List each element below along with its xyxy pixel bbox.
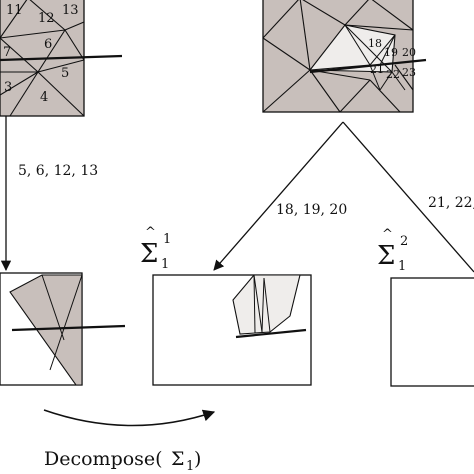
sigma-2-symbol: Σ	[377, 241, 395, 271]
top-right-mesh-edges	[262, 0, 414, 113]
bottom-middle-cut-line	[235, 328, 307, 339]
tri-label-22: 22	[386, 68, 400, 81]
bottom-right-panel	[390, 277, 474, 387]
sigma-2-subscript: 1	[398, 259, 406, 274]
bottom-left-cut-line	[11, 324, 126, 332]
tri-label-21: 21	[370, 63, 384, 76]
top-right-cut-line	[309, 58, 427, 74]
decompose-caption: Decompose( Σ 1 )	[44, 448, 201, 474]
tri-label-13: 13	[62, 3, 79, 18]
tri-label-19: 19	[384, 46, 398, 59]
tri-label-12: 12	[38, 11, 55, 26]
tri-label-20: 20	[402, 46, 416, 59]
right-diagonal-line	[342, 121, 474, 273]
decompose-arrow	[43, 409, 216, 427]
edge-label-left: 5, 6, 12, 13	[18, 163, 98, 179]
tri-label-7: 7	[3, 45, 11, 60]
caption-prefix: Decompose(	[44, 448, 163, 470]
tri-label-4: 4	[40, 90, 48, 105]
sigma-2-hat: ^	[382, 227, 393, 242]
tri-label-3: 3	[4, 80, 12, 95]
sigma-1-label: Σ ^ 1 1	[140, 225, 171, 272]
sigma-1-symbol: Σ	[140, 239, 158, 269]
tri-label-18: 18	[368, 37, 382, 50]
tri-label-5: 5	[61, 66, 69, 81]
edge-label-middle: 18, 19, 20	[276, 202, 347, 218]
tri-label-23: 23	[402, 66, 416, 79]
sigma-1-superscript: 1	[163, 232, 171, 247]
bottom-left-panel	[0, 272, 126, 386]
sigma-2-label: Σ ^ 2 1	[377, 227, 408, 274]
top-left-mesh-edges	[0, 0, 85, 117]
sigma-1-subscript: 1	[161, 257, 169, 272]
caption-symbol: Σ	[171, 448, 184, 470]
sigma-1-hat: ^	[145, 225, 156, 240]
tri-label-6: 6	[44, 37, 52, 52]
caption-suffix: )	[194, 448, 201, 470]
top-left-panel: 11 12 13 6 7 5 3 4	[0, 0, 123, 117]
sigma-2-superscript: 2	[400, 234, 408, 249]
connectors: 5, 6, 12, 13 18, 19, 20 21, 22,	[0, 116, 474, 273]
top-right-panel: 18 19 20 21 22 23	[262, 0, 427, 113]
tri-label-11: 11	[6, 3, 23, 18]
edge-label-right: 21, 22,	[428, 195, 474, 211]
middle-diagonal-arrow	[213, 121, 344, 271]
bottom-middle-panel	[152, 274, 312, 386]
top-left-cut-line	[0, 54, 123, 62]
caption-subscript: 1	[186, 459, 194, 474]
